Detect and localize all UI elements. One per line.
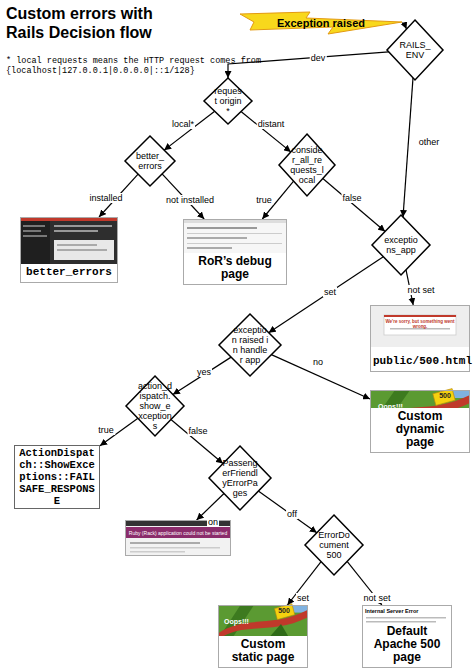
edge-label: local* [171, 119, 195, 129]
decision-diamond: consider_all_requests_local [279, 134, 335, 196]
node-text: better_errors [135, 151, 165, 171]
start-bolt: Exception raised [240, 10, 402, 36]
screenshot-text: Oops!!! [224, 618, 264, 626]
screenshot-box: public/500.html [370, 305, 470, 372]
node-text: Exception raised [277, 17, 365, 29]
node-text: ActionDispatch::ShowExceptions::FAILSAFE… [15, 447, 99, 507]
node-text: better_errors [21, 264, 117, 282]
edge-label: false [187, 426, 208, 436]
diagram-title: Custom errors with Rails Decision flow [6, 4, 184, 42]
node-text: RoR’s debug page [184, 253, 286, 284]
connector-arrow [258, 491, 316, 533]
edge-label: set [323, 287, 337, 297]
edge-label: true [97, 425, 115, 435]
result-box: ActionDispatch::ShowExceptions::FAILSAFE… [14, 445, 100, 509]
node-text: Default Apache 500 page [363, 623, 451, 667]
node-text: action_dispatch.show_exceptions [138, 381, 173, 431]
screenshot-text: 500 [437, 392, 453, 400]
decision-diamond: action_dispatch.show_exceptions [126, 376, 184, 436]
node-text: exception raised in handler app [231, 325, 268, 365]
node-text: consider_all_requests_local [290, 145, 324, 185]
screenshot-box: RoR’s debug page [183, 219, 287, 285]
screenshot-text: Internal Server Error [365, 608, 449, 614]
screenshot-text: We're sorry, but something went wrong. [384, 319, 456, 329]
screenshot-text: 500 [276, 607, 292, 615]
edge-label: dev [310, 53, 327, 63]
edge-label: yes [196, 367, 212, 377]
connector-arrow [402, 23, 406, 29]
screenshot-text: Oops!!! [378, 403, 418, 411]
node-text: exceptions_app [384, 235, 419, 255]
screenshot-box: better_errors [20, 217, 118, 283]
node-text: Custom static page [219, 636, 307, 667]
edge-label: false [341, 193, 362, 203]
decision-diamond: exception raised in handler app [219, 314, 281, 376]
connector-arrow [287, 562, 321, 605]
screenshot-box: Custom dynamic page [370, 390, 470, 453]
connector-arrow [164, 111, 215, 150]
screenshot-box: Custom static page [218, 605, 308, 668]
connector-arrow [241, 112, 291, 152]
edge-label: true [255, 195, 273, 205]
decision-diamond: PassengerFriendlyErrorPages [209, 446, 271, 510]
node-text: request origin* [214, 86, 243, 116]
screenshot-box: Default Apache 500 page [362, 605, 452, 668]
edge-label: not installed [165, 195, 215, 205]
edge-label: no [312, 357, 324, 367]
edge-label: off [286, 509, 298, 519]
edge-label: other [418, 137, 441, 147]
connector-arrow [171, 420, 223, 464]
decision-diamond: request origin* [204, 78, 252, 124]
node-text: ErrorDocument 500 [317, 530, 352, 560]
node-text: PassengerFriendlyErrorPages [221, 458, 258, 498]
node-text: RAILS_ENV [398, 40, 432, 60]
connector-arrow [323, 178, 385, 231]
edge-label: distant [257, 119, 286, 129]
decision-diamond: RAILS_ENV [387, 20, 443, 80]
node-text: Ruby (Rack) application could not be sta… [129, 530, 227, 536]
node-text: Custom dynamic page [371, 408, 469, 452]
edge-label: not set [406, 285, 435, 295]
connector-arrow [173, 357, 231, 394]
node-text: public/500.html [371, 353, 469, 371]
edge-label: not set [362, 593, 391, 603]
connector-arrow [403, 78, 413, 217]
edge-label: installed [88, 193, 123, 203]
decision-diamond: exceptions_app [372, 215, 430, 275]
connector-arrow [271, 355, 370, 399]
decision-diamond: ErrorDocument 500 [305, 515, 363, 575]
note-text: * local requests means the HTTP request … [6, 57, 281, 77]
edge-label: on [207, 517, 219, 527]
edge-label: set [296, 593, 310, 603]
decision-diamond: better_errors [125, 136, 175, 186]
